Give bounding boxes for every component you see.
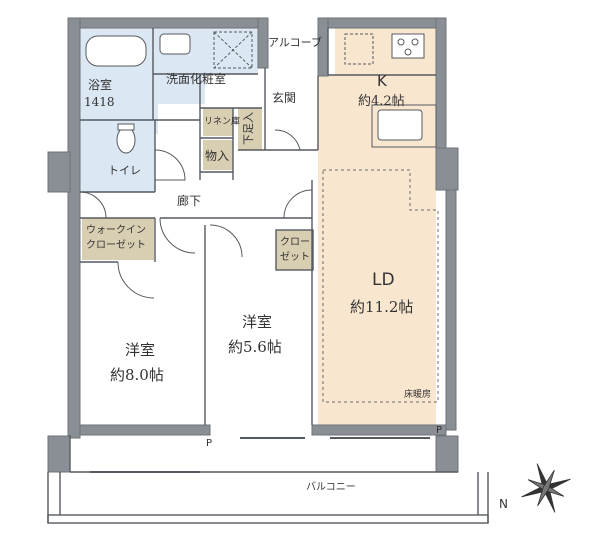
alcove-label: アルコーブ bbox=[268, 35, 322, 49]
ld-letters: LD bbox=[372, 270, 395, 290]
pipe-space-left: P bbox=[206, 438, 212, 449]
walkin-label-1: ウォークイン bbox=[86, 224, 146, 236]
door-swings bbox=[79, 129, 430, 473]
compass-rose-icon: N bbox=[499, 463, 571, 513]
toilet-tank bbox=[117, 123, 135, 131]
bathtub bbox=[85, 35, 147, 67]
floor-heating-zone bbox=[322, 169, 439, 403]
washing-machine bbox=[213, 31, 253, 69]
kitchen-letter: K bbox=[377, 72, 388, 90]
western-large-size: 約8.0帖 bbox=[110, 366, 164, 384]
western-small-label: 洋室 bbox=[242, 313, 272, 331]
fridge-space bbox=[344, 33, 374, 65]
closet-label-2: ゼット bbox=[280, 251, 310, 263]
pipe-space-right: P bbox=[436, 425, 442, 436]
corridor-label: 廊下 bbox=[177, 193, 201, 208]
toilet-fill bbox=[80, 120, 155, 192]
western-large-label: 洋室 bbox=[125, 341, 155, 359]
western-small-size: 約5.6帖 bbox=[228, 338, 282, 356]
ld-size: 約11.2帖 bbox=[350, 298, 413, 316]
washroom-label: 洗面化粧室 bbox=[166, 71, 226, 86]
shoebox-fill bbox=[238, 108, 262, 150]
shoebox-label: 下足入 bbox=[242, 112, 255, 145]
linen-fill bbox=[203, 108, 233, 136]
entrance-label: 玄関 bbox=[272, 90, 296, 105]
washbasin bbox=[159, 33, 191, 55]
kitchen-size: 約4.2帖 bbox=[358, 94, 405, 109]
interior-walls bbox=[47, 28, 489, 524]
room-labels: アルコーブ K 約4.2帖 洗面化粧室 浴室 1418 玄関 リネン庫 物入 下… bbox=[84, 35, 442, 493]
kitchen-sink bbox=[377, 109, 423, 141]
storage-label: 物入 bbox=[205, 149, 229, 163]
compass-north-letter: N bbox=[499, 497, 508, 511]
outer-walls bbox=[47, 17, 459, 473]
storage-fill bbox=[203, 140, 233, 170]
walkin-closet-fill bbox=[82, 218, 154, 260]
fixtures bbox=[85, 31, 437, 154]
walkin-label-2: クローゼット bbox=[86, 239, 146, 251]
toilet-label: トイレ bbox=[108, 164, 141, 177]
balcony-label: バルコニー bbox=[306, 481, 356, 493]
bath-size: 1418 bbox=[84, 95, 115, 109]
toilet-bowl bbox=[116, 126, 136, 154]
kitchen-island bbox=[371, 104, 437, 148]
floor-heating-label: 床暖房 bbox=[404, 388, 431, 400]
bath-label: 浴室 bbox=[88, 77, 112, 92]
closet-label-1: クロー bbox=[280, 236, 310, 248]
linen-label: リネン庫 bbox=[204, 115, 240, 127]
closet-fill bbox=[276, 230, 313, 270]
